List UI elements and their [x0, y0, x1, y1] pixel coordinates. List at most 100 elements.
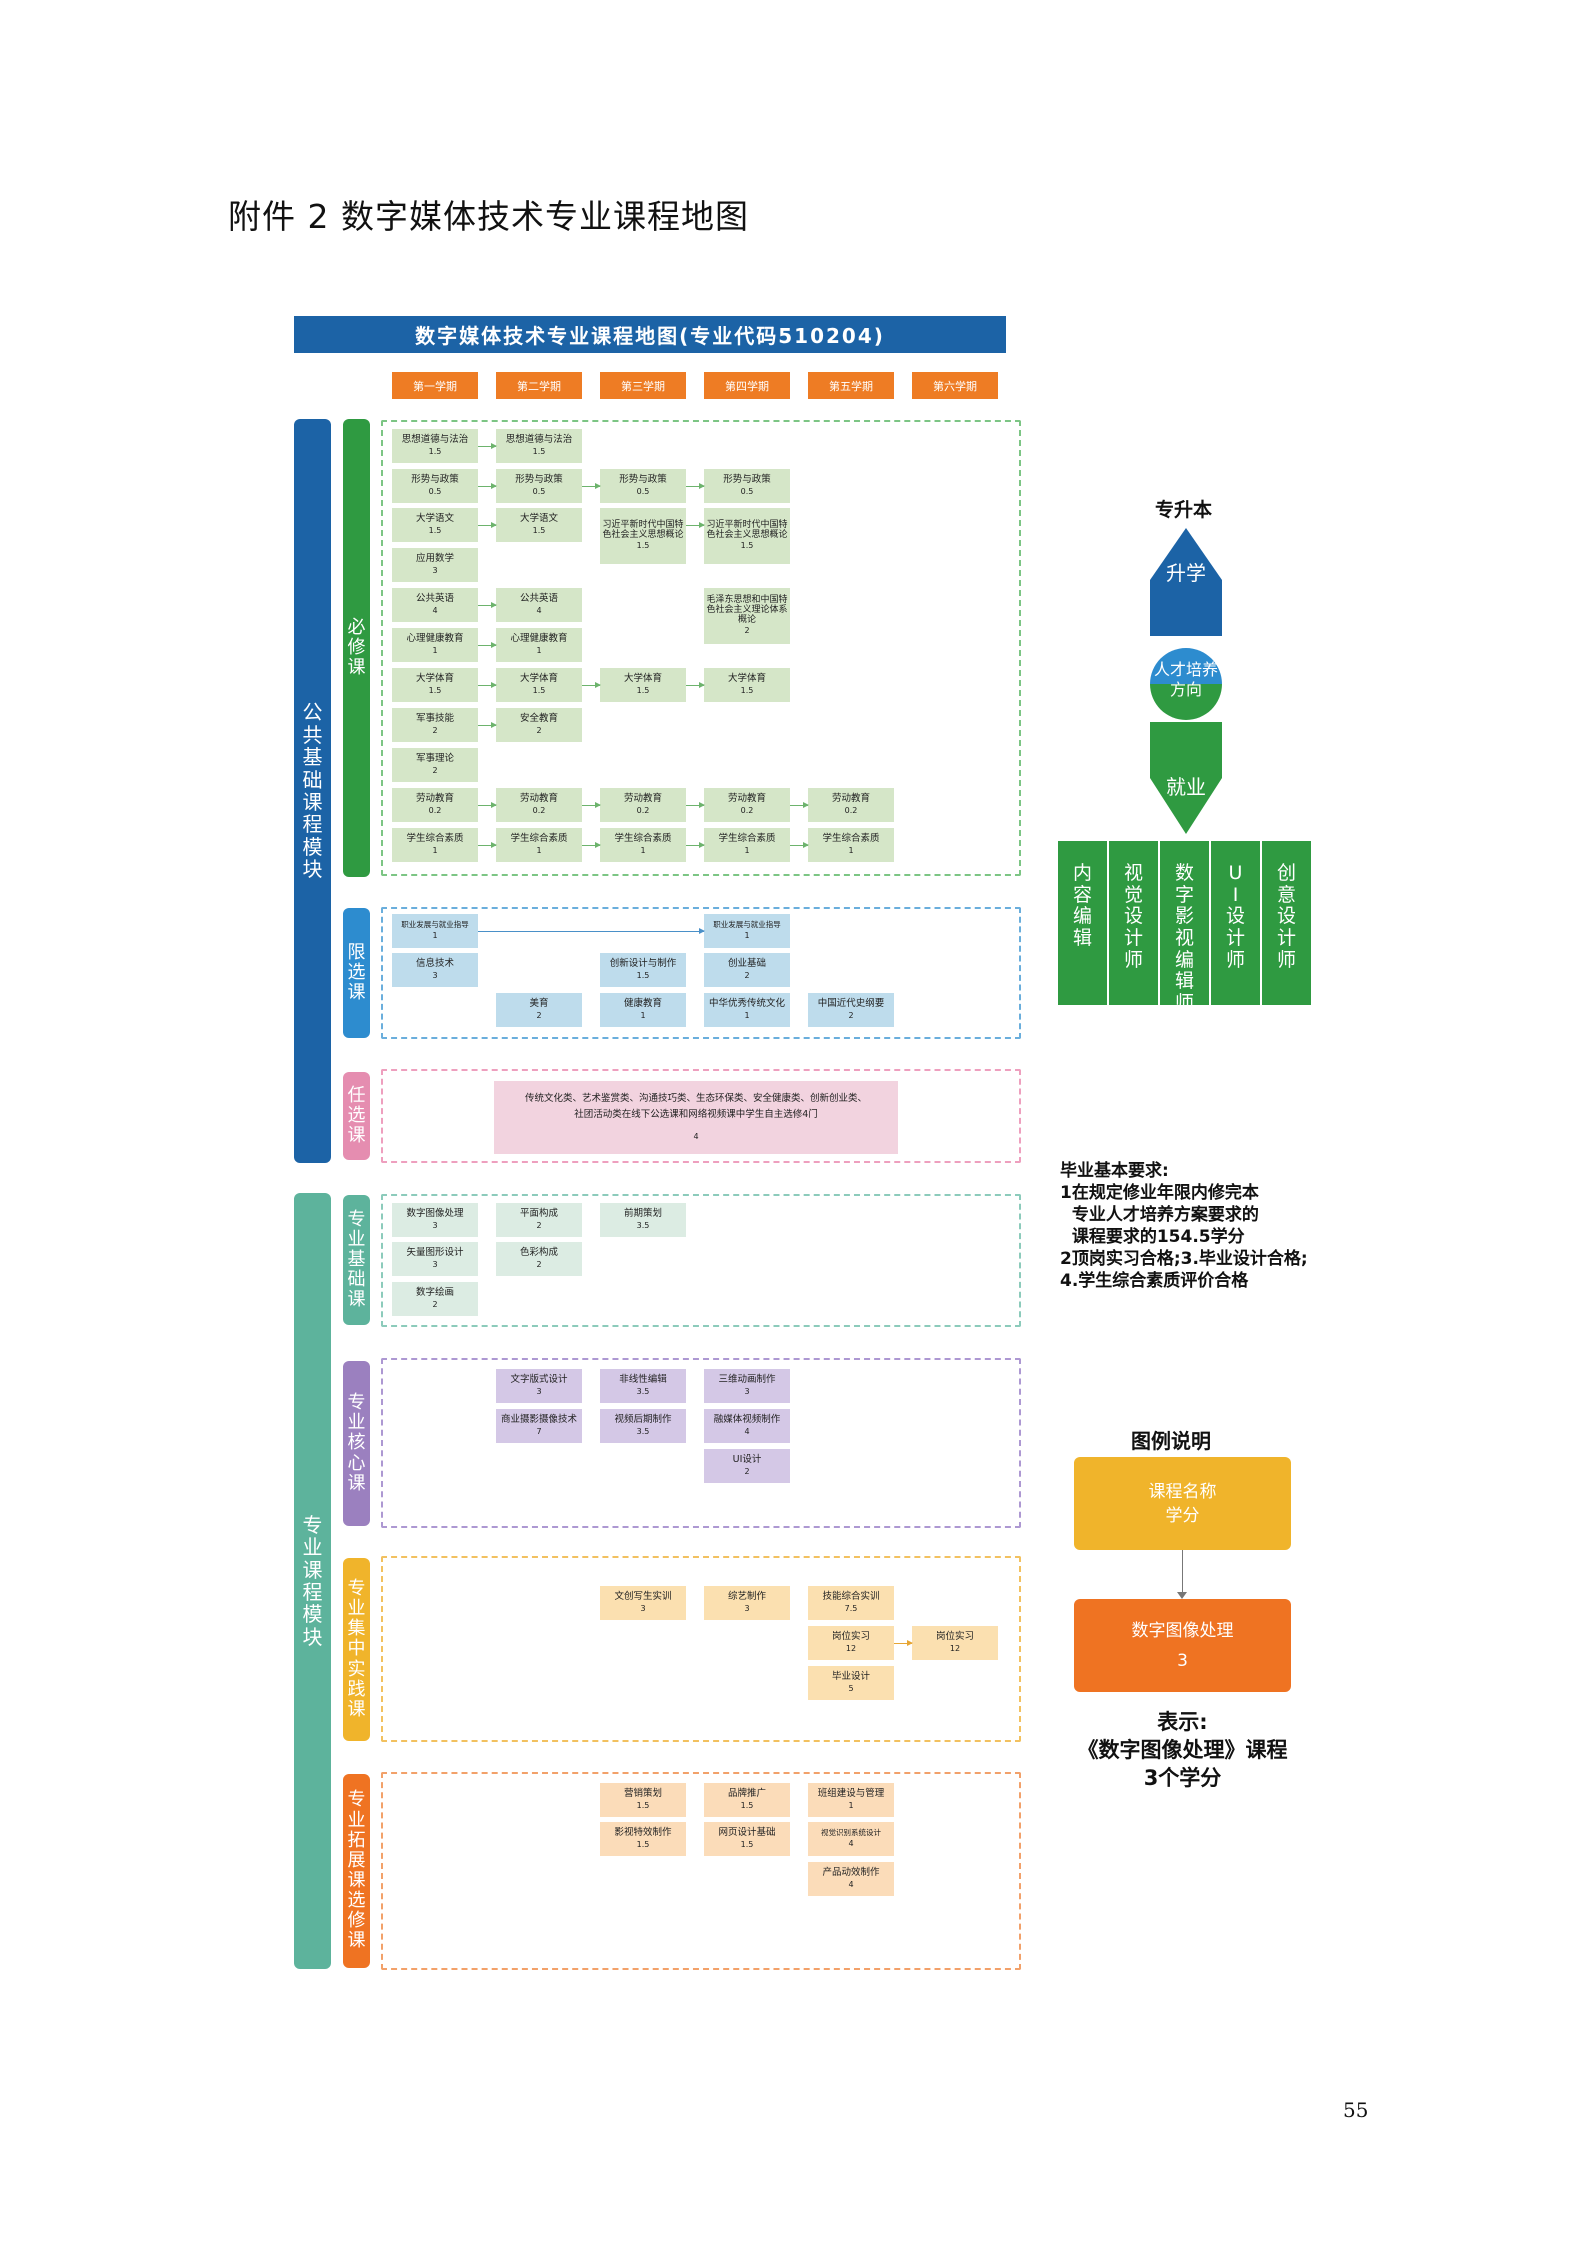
course-credit: 1.5: [740, 1839, 754, 1849]
career-char: 计: [1123, 926, 1143, 949]
public-module-char: 程: [302, 812, 323, 837]
elective-category-bar: 任选课: [343, 1072, 370, 1160]
course-name: 劳动教育: [831, 793, 870, 805]
course-arrow: [686, 682, 705, 688]
course-name: 安全教育: [519, 713, 558, 725]
course-name: 习近平新时代中国特色社会主义思想概论: [602, 519, 684, 540]
course-arrow: [686, 842, 705, 848]
prof_basic-category-char: 课: [347, 1289, 366, 1311]
professional-module-char: 模: [302, 1602, 323, 1627]
legend-note: 表示: 《数字图像处理》课程 3个学分: [1077, 1710, 1288, 1790]
course-credit: 2: [848, 1010, 854, 1020]
course-name: 学生综合素质: [614, 833, 672, 845]
semester-4: 第四学期: [704, 372, 790, 399]
prof_core-category-char: 心: [347, 1452, 366, 1474]
course-credit: 4: [848, 1879, 854, 1889]
required-group-box: [381, 420, 1021, 876]
prof_practice-category-char: 实: [347, 1658, 366, 1680]
required-category-char: 必: [347, 616, 366, 638]
course-name: 形势与政策: [619, 474, 667, 486]
career-char: 师: [1123, 948, 1143, 971]
course-name: 融媒体视频制作: [713, 1414, 781, 1426]
center-label: 人才培养 方向: [1153, 660, 1218, 699]
course-name: 品牌推广: [727, 1788, 766, 1800]
public-module-char: 公: [302, 700, 323, 725]
course-credit: 1: [432, 930, 438, 940]
semester-3: 第三学期: [600, 372, 686, 399]
course-name: 职业发展与就业指导: [713, 920, 781, 930]
prof_basic-category-char: 基: [347, 1248, 366, 1270]
course-name: UI设计: [732, 1454, 762, 1466]
prof_extend-category-char: 课: [347, 1870, 366, 1891]
prof_core-category-char: 课: [347, 1472, 366, 1494]
course-credit: 3.5: [636, 1426, 650, 1436]
course-credit: 3: [432, 1259, 438, 1269]
course-name: 美育: [529, 998, 549, 1010]
course-credit: 12: [845, 1643, 857, 1653]
course-arrow: [790, 842, 809, 848]
up-label: 升学: [1166, 561, 1206, 585]
up-arrow-shape: [1150, 528, 1222, 636]
prof_extend-category-char: 选: [347, 1890, 366, 1912]
course-credit: 0.2: [636, 805, 650, 815]
career-char: 辑: [1072, 926, 1092, 949]
course-arrow: [790, 802, 809, 808]
course-arrow: [582, 682, 601, 688]
elective-course-box: 传统文化类、艺术鉴赏类、沟通技巧类、生态环保类、安全健康类、创新创业类、 社团活…: [494, 1081, 898, 1154]
prof_core-category-char: 业: [347, 1412, 366, 1434]
elective-category-char: 课: [347, 1125, 366, 1147]
course-credit: 1.5: [636, 541, 650, 551]
course-name: 岗位实习: [831, 1631, 870, 1643]
career-char: 创: [1276, 862, 1296, 884]
career-char: 编: [1072, 905, 1092, 928]
course-name: 毕业设计: [831, 1671, 870, 1683]
career-box: 内容编辑: [1058, 841, 1107, 1005]
course-name: 大学语文: [415, 513, 454, 525]
prof_practice-category-char: 专: [347, 1577, 366, 1599]
professional-module-char: 程: [302, 1580, 323, 1604]
course-name: 文创写生实训: [614, 1591, 672, 1603]
course-name: 大学体育: [727, 673, 766, 685]
course-name: 心理健康教育: [510, 633, 568, 645]
career-char: I: [1232, 883, 1239, 906]
public-module-char: 共: [302, 722, 323, 747]
course-name: 习近平新时代中国特色社会主义思想概论: [706, 519, 788, 540]
career-char: 辑: [1174, 970, 1194, 993]
direction-top-label: 专升本: [1155, 499, 1213, 521]
course-name: 中国近代史纲要: [817, 998, 885, 1010]
career-char: 设: [1276, 905, 1296, 928]
course-credit: 2: [432, 725, 438, 735]
course-name: 学生综合素质: [822, 833, 880, 845]
course-name: 岗位实习: [935, 1631, 974, 1643]
course-name: 色彩构成: [519, 1247, 558, 1259]
course-credit: 2: [744, 626, 750, 636]
course-name: 劳动教育: [415, 793, 454, 805]
prof_practice-category-char: 集: [347, 1618, 366, 1640]
course-credit: 2: [432, 765, 438, 775]
down-arrow-shape: [1150, 722, 1222, 834]
legend-title: 图例说明: [1131, 1429, 1211, 1453]
course-name: 大学体育: [415, 673, 454, 685]
course-credit: 0.5: [740, 486, 754, 496]
course-name: 劳动教育: [623, 793, 662, 805]
